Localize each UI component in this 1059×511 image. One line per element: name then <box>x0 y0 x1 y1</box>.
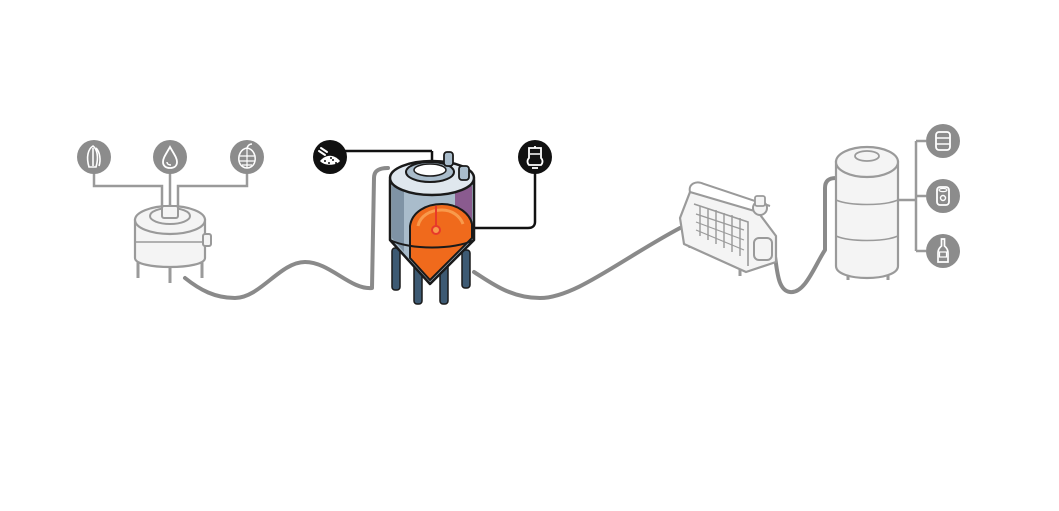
mash-kettle <box>133 204 212 283</box>
bottle-icon <box>926 234 960 268</box>
tank-nozzle <box>458 165 470 181</box>
packaging-connectors <box>898 139 926 253</box>
main-pipe <box>183 166 838 300</box>
ingredient-connectors <box>92 172 249 206</box>
bright-tank <box>834 145 900 280</box>
fermentation-tank <box>388 151 476 305</box>
can-icon <box>926 179 960 213</box>
filter <box>678 181 778 276</box>
hops-icon <box>230 140 264 174</box>
temperature-probe <box>431 206 441 235</box>
tank-beer-level <box>409 202 473 282</box>
yeast-icon <box>313 140 347 174</box>
temperature-bulb-icon <box>518 140 552 174</box>
water-icon <box>153 140 187 174</box>
temperature-connector <box>436 172 537 230</box>
malt-icon <box>77 140 111 174</box>
tank-nozzle <box>443 151 454 167</box>
filter-plates <box>695 206 745 256</box>
keg-icon <box>926 124 960 158</box>
tank-shell-shade <box>392 186 404 252</box>
